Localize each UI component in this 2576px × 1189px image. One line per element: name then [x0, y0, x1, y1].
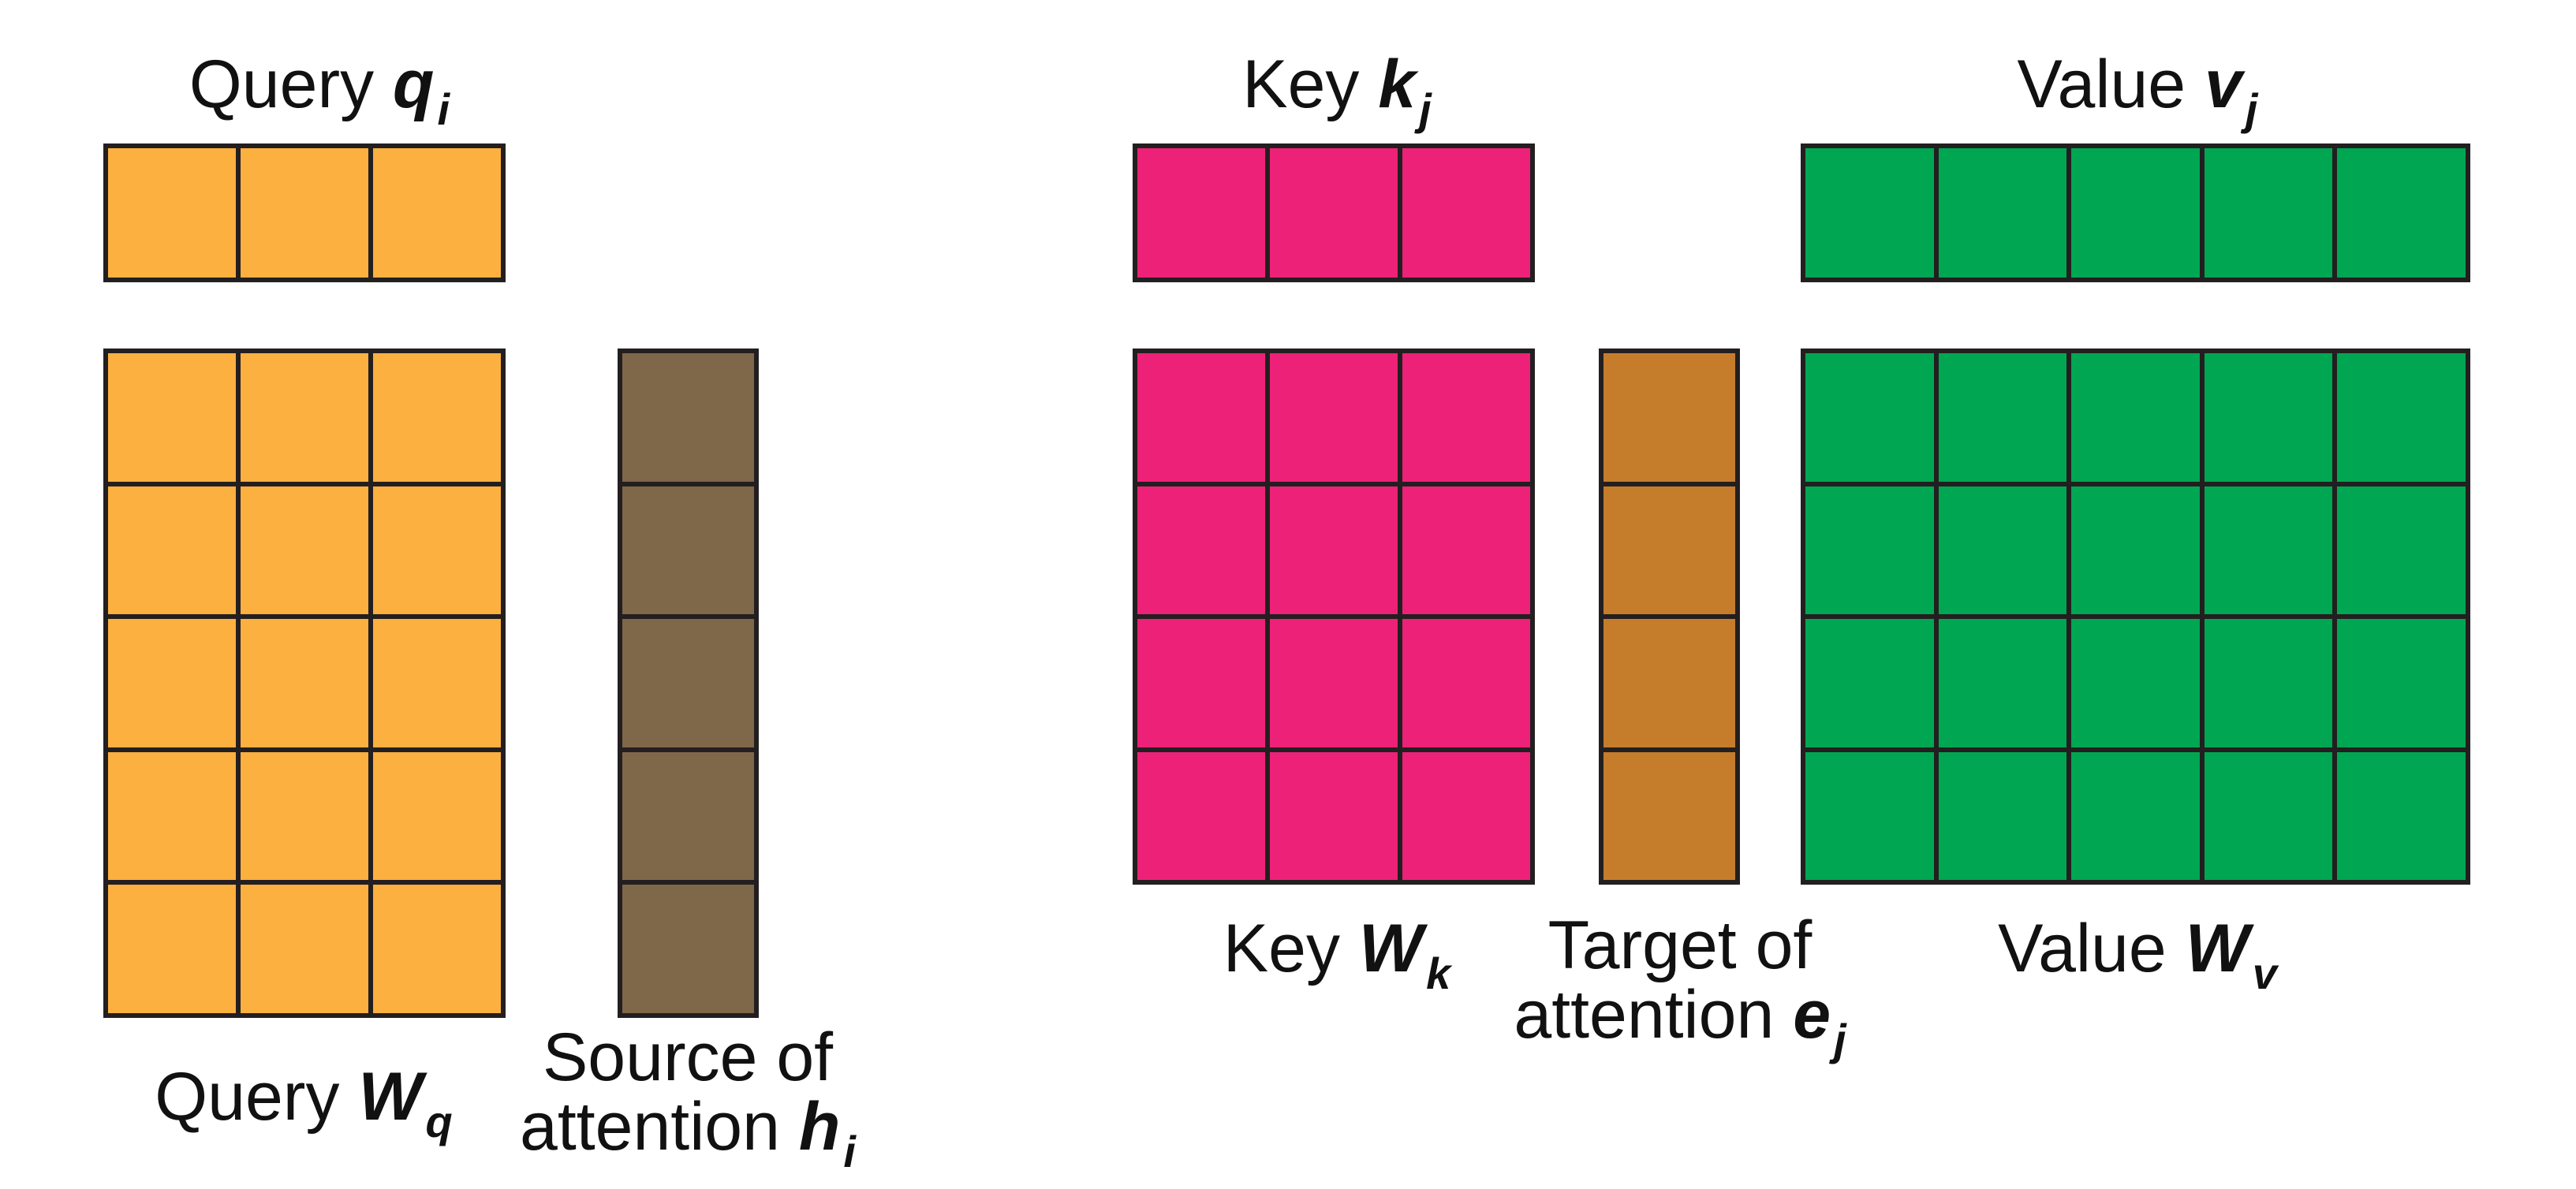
target-vector-cell	[1603, 486, 1735, 614]
query-weight-matrix-cell	[241, 353, 368, 482]
key-weight-matrix-cell	[1402, 619, 1530, 747]
value-weight-matrix-cell	[2337, 486, 2466, 614]
query-vector-cell	[241, 148, 368, 278]
value-weight-matrix-cell	[2204, 353, 2333, 482]
key-vector-cell	[1270, 148, 1398, 278]
query-vector-label: Query qi	[189, 47, 450, 134]
value-vector-cell	[2204, 148, 2333, 278]
value-vector-label: Value vj	[2017, 47, 2258, 134]
value-vector-cell	[1938, 148, 2067, 278]
value-weight-matrix-cell	[2204, 486, 2333, 614]
value-weight-matrix-cell	[2337, 619, 2466, 747]
value-vector-cell	[1805, 148, 1934, 278]
source-vector-cell	[622, 619, 754, 747]
value-weight-matrix-cell	[2071, 619, 2200, 747]
source-vector-cell	[622, 885, 754, 1013]
query-weight-matrix-cell	[108, 885, 236, 1013]
value-weight-matrix-cell	[1805, 353, 1934, 482]
target-vector-cell	[1603, 751, 1735, 880]
key-weight-matrix	[1133, 348, 1535, 885]
query-weight-matrix-cell	[241, 619, 368, 747]
key-vector-label: Key kj	[1242, 47, 1432, 134]
value-weight-matrix-cell	[2071, 353, 2200, 482]
query-weight-matrix-cell	[373, 619, 501, 747]
query-weight-matrix-cell	[241, 751, 368, 881]
target-of-attention-label: Target of attention ej	[1514, 908, 1846, 1064]
key-vector	[1133, 144, 1535, 282]
value-weight-matrix-cell	[2071, 751, 2200, 880]
value-weight-matrix-cell	[1938, 353, 2067, 482]
key-weight-matrix-cell	[1270, 353, 1398, 482]
query-weight-matrix-cell	[373, 353, 501, 482]
value-vector-cell	[2337, 148, 2466, 278]
target-vector	[1599, 348, 1740, 885]
key-weight-matrix-cell	[1137, 751, 1265, 880]
key-weight-matrix-cell	[1270, 619, 1398, 747]
query-weight-matrix-cell	[108, 486, 236, 615]
key-weight-matrix-cell	[1402, 751, 1530, 880]
value-weight-label: Value Wv	[1998, 911, 2277, 998]
value-weight-matrix-cell	[2337, 353, 2466, 482]
value-weight-matrix-cell	[1938, 619, 2067, 747]
key-weight-matrix-cell	[1137, 486, 1265, 614]
query-weight-matrix-cell	[108, 751, 236, 881]
value-weight-matrix-cell	[1805, 486, 1934, 614]
key-weight-matrix-cell	[1270, 486, 1398, 614]
source-of-attention-label: Source of attention hi	[520, 1019, 856, 1176]
value-weight-matrix-cell	[1805, 751, 1934, 880]
source-vector-cell	[622, 751, 754, 881]
query-weight-matrix-cell	[108, 353, 236, 482]
query-vector-cell	[373, 148, 501, 278]
value-weight-matrix	[1801, 348, 2470, 885]
key-weight-matrix-cell	[1137, 619, 1265, 747]
source-vector-cell	[622, 486, 754, 615]
source-vector-cell	[622, 353, 754, 482]
value-vector-cell	[2071, 148, 2200, 278]
query-weight-matrix	[103, 348, 506, 1018]
query-weight-matrix-cell	[241, 885, 368, 1013]
query-weight-matrix-cell	[373, 486, 501, 615]
key-weight-label: Key Wk	[1223, 911, 1451, 998]
key-weight-matrix-cell	[1270, 751, 1398, 880]
key-weight-matrix-cell	[1402, 486, 1530, 614]
query-weight-matrix-cell	[108, 619, 236, 747]
query-weight-matrix-cell	[373, 885, 501, 1013]
key-vector-cell	[1402, 148, 1530, 278]
key-vector-cell	[1137, 148, 1265, 278]
value-weight-matrix-cell	[2204, 751, 2333, 880]
value-weight-matrix-cell	[2071, 486, 2200, 614]
value-weight-matrix-cell	[1938, 486, 2067, 614]
value-weight-matrix-cell	[2337, 751, 2466, 880]
key-weight-matrix-cell	[1137, 353, 1265, 482]
value-weight-matrix-cell	[1805, 619, 1934, 747]
query-weight-matrix-cell	[241, 486, 368, 615]
value-weight-matrix-cell	[1938, 751, 2067, 880]
key-weight-matrix-cell	[1402, 353, 1530, 482]
query-vector	[103, 144, 506, 282]
value-vector	[1801, 144, 2470, 282]
query-weight-matrix-cell	[373, 751, 501, 881]
query-weight-label: Query Wq	[155, 1059, 453, 1146]
value-weight-matrix-cell	[2204, 619, 2333, 747]
target-vector-cell	[1603, 353, 1735, 482]
source-vector	[618, 348, 759, 1018]
target-vector-cell	[1603, 619, 1735, 747]
query-vector-cell	[108, 148, 236, 278]
